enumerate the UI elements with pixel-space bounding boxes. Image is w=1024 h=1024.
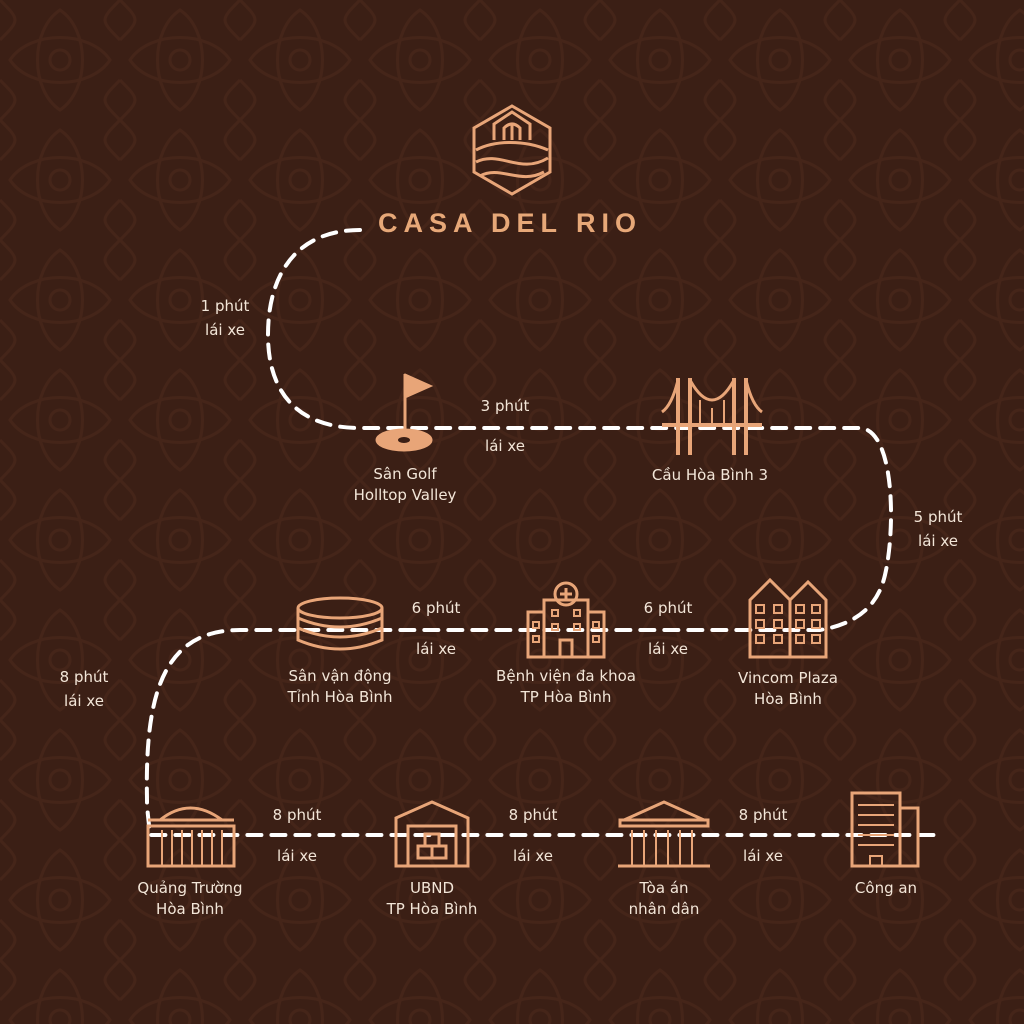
- golf-flag-icon: [375, 373, 434, 452]
- warehouse-icon: [394, 800, 470, 868]
- place-bridge-line1: Cầu Hòa Bình 3: [651, 466, 769, 484]
- building-icon: [748, 577, 828, 659]
- stadium-icon: [296, 596, 384, 651]
- place-stadium-line1: Sân vận động: [288, 667, 392, 685]
- leg-8-mode: lái xe: [513, 847, 553, 865]
- leg-5-mode: lái xe: [416, 640, 456, 658]
- square-hall-icon: [146, 806, 236, 868]
- route-path: [144, 228, 942, 837]
- place-square-line2: Hòa Bình: [156, 900, 224, 918]
- place-ubnd-label: UBND TP Hòa Bình: [387, 878, 478, 920]
- place-square-label: Quảng Trường Hòa Bình: [137, 878, 242, 920]
- leg-6-time: 8 phút: [59, 668, 109, 686]
- leg-7-time: 8 phút: [272, 806, 322, 824]
- place-bridge-label: Cầu Hòa Bình 3: [652, 465, 768, 486]
- leg-4-time: 6 phút: [643, 599, 693, 617]
- tower-icon: [850, 791, 920, 868]
- place-hospital-label: Bệnh viện đa khoa TP Hòa Bình: [496, 666, 636, 708]
- place-square-line1: Quảng Trường: [137, 879, 243, 897]
- place-golf-line1: Sân Golf: [373, 465, 437, 483]
- place-court-line2: nhân dân: [628, 900, 700, 918]
- place-vincom-line2: Hòa Bình: [754, 690, 822, 708]
- brand-name: CASA DEL RIO: [377, 208, 643, 238]
- place-golf-line2: Holltop Valley: [353, 486, 457, 504]
- courthouse-icon: [618, 800, 710, 868]
- leg-1-mode: lái xe: [205, 321, 245, 339]
- leg-2-mode: lái xe: [485, 437, 525, 455]
- leg-9-time: 8 phút: [738, 806, 788, 824]
- place-court-line1: Tòa án: [639, 879, 689, 897]
- leg-2-time: 3 phút: [480, 397, 530, 415]
- place-hospital-line1: Bệnh viện đa khoa: [496, 667, 636, 685]
- place-hospital-line2: TP Hòa Bình: [520, 688, 612, 706]
- place-police-line1: Công an: [854, 879, 918, 897]
- hospital-icon: [526, 581, 606, 659]
- place-vincom-label: Vincom Plaza Hòa Bình: [738, 668, 838, 710]
- leg-8-time: 8 phút: [508, 806, 558, 824]
- leg-1-time: 1 phút: [200, 297, 250, 315]
- leg-5-time: 6 phút: [411, 599, 461, 617]
- house-hexagon-logo: [472, 104, 552, 196]
- leg-3-time: 5 phút: [913, 508, 963, 526]
- place-stadium-label: Sân vận động Tỉnh Hòa Bình: [288, 666, 393, 708]
- place-police-label: Công an: [855, 878, 917, 899]
- bridge-icon: [661, 378, 763, 455]
- place-ubnd-line2: TP Hòa Bình: [386, 900, 478, 918]
- leg-9-mode: lái xe: [743, 847, 783, 865]
- place-ubnd-line1: UBND: [409, 879, 455, 897]
- leg-7-mode: lái xe: [277, 847, 317, 865]
- place-golf-label: Sân Golf Holltop Valley: [354, 464, 457, 506]
- leg-3-mode: lái xe: [918, 532, 958, 550]
- place-court-label: Tòa án nhân dân: [629, 878, 700, 920]
- leg-4-mode: lái xe: [648, 640, 688, 658]
- place-stadium-line2: Tỉnh Hòa Bình: [287, 688, 393, 706]
- place-vincom-line1: Vincom Plaza: [738, 669, 838, 687]
- leg-6-mode: lái xe: [64, 692, 104, 710]
